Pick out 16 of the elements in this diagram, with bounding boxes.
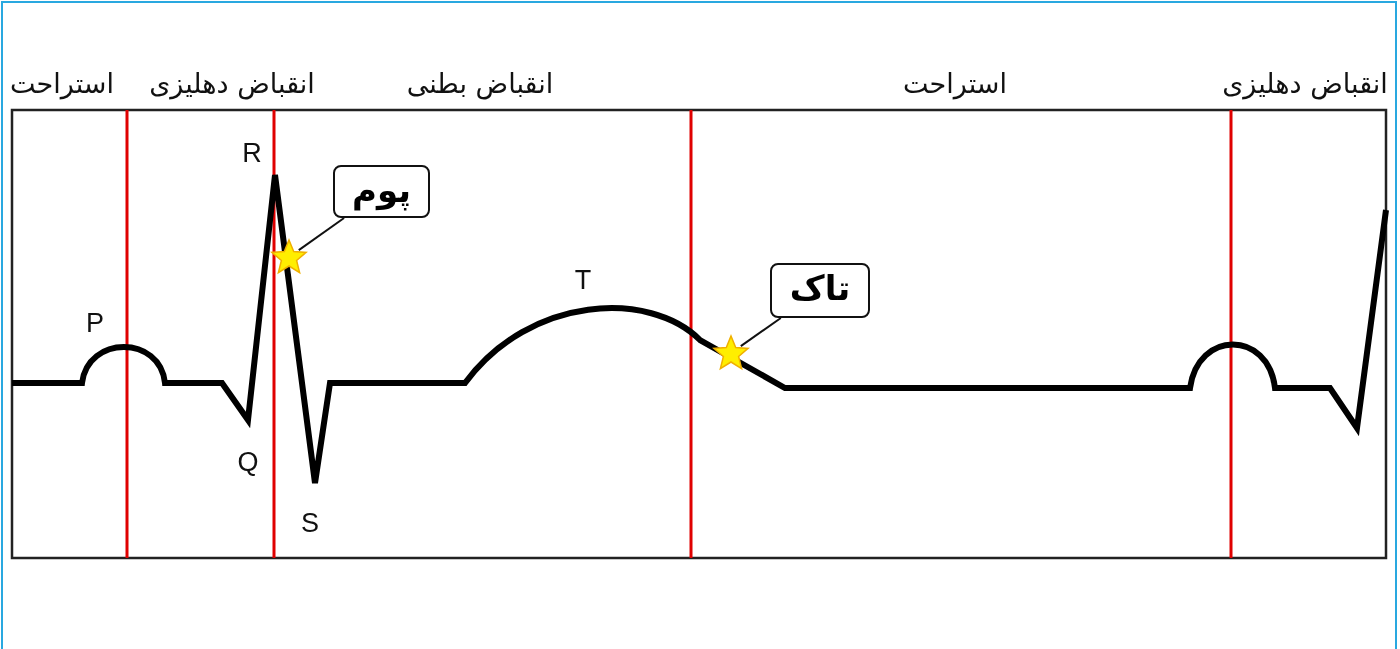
wave-label: S [301, 508, 319, 539]
stage-label: استراحت [10, 68, 114, 99]
stage-label: استراحت [903, 68, 1007, 99]
star-icon [270, 238, 308, 276]
wave-label: T [574, 265, 592, 296]
callout-box: تاک [770, 263, 870, 318]
stage-label: انقباض دهلیزی [149, 68, 315, 99]
stage-label: انقباض بطنی [406, 68, 554, 99]
callout-box: پوم [333, 165, 430, 218]
stage-label: انقباض دهلیزی [1222, 68, 1388, 99]
star-icon [712, 334, 750, 372]
leader-line [297, 217, 346, 252]
wave-label: P [86, 308, 104, 339]
wave-label: Q [237, 447, 259, 478]
leader-line [739, 317, 782, 348]
wave-label: R [242, 138, 262, 169]
